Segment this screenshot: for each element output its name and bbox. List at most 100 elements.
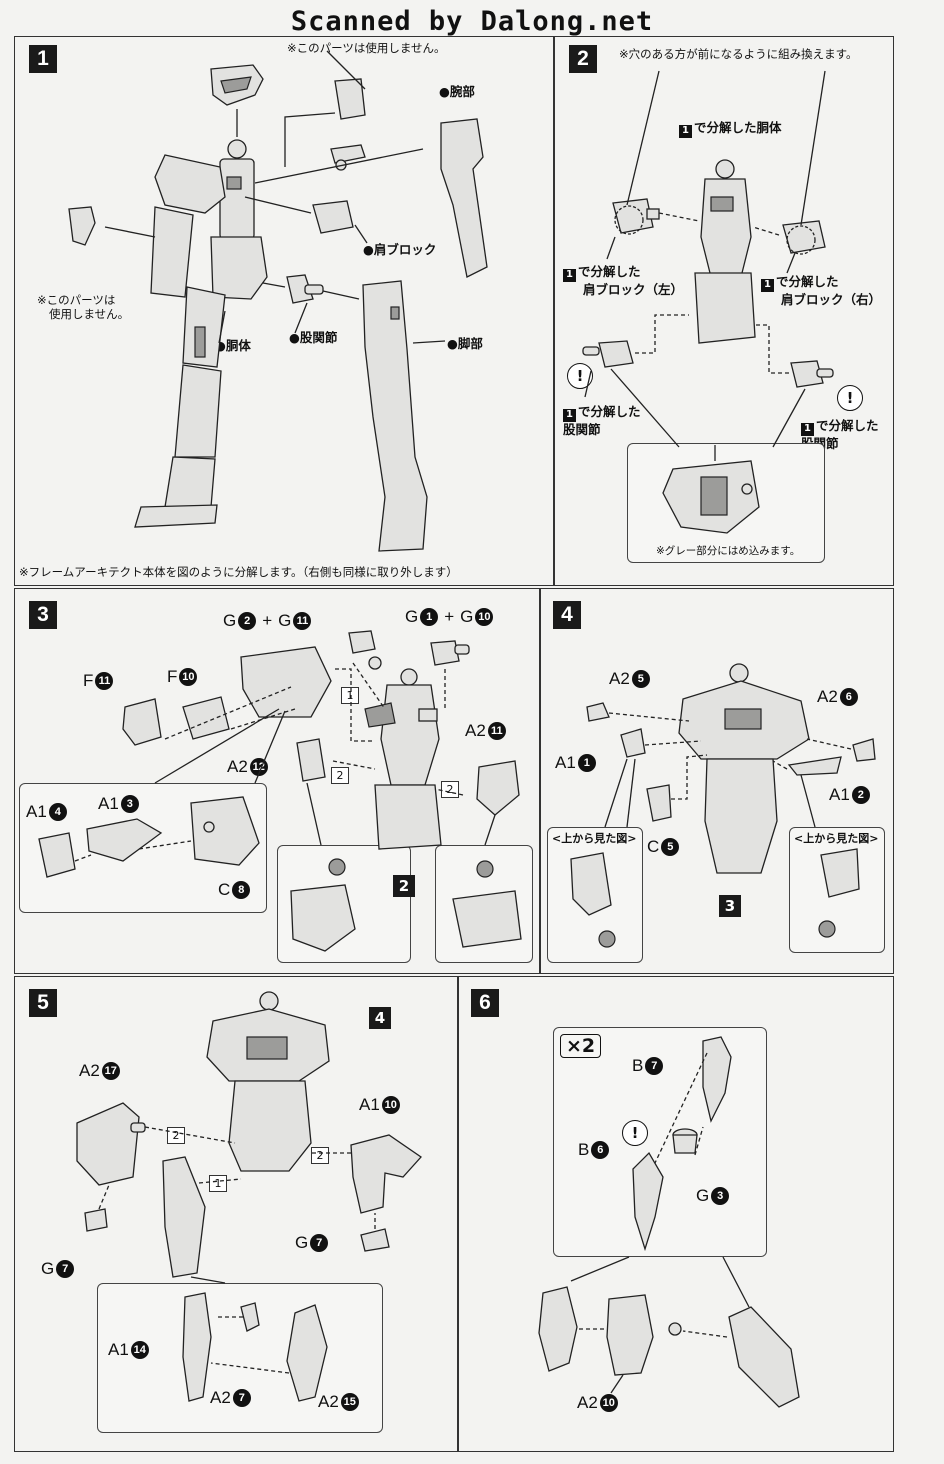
part-number-badge: 1: [577, 754, 596, 772]
step-ref-badge: 1: [801, 422, 814, 436]
hip-joint-label: ●股関節: [289, 330, 338, 345]
part-number-badge: 11: [293, 612, 312, 630]
repeat-twice-badge: ×2: [560, 1034, 602, 1058]
part-number-badge: 8: [232, 881, 251, 899]
part-number-badge: 10: [179, 668, 198, 686]
part-runner: A2: [817, 687, 838, 706]
part-runner: G: [405, 607, 419, 626]
step-4-illustration: [570, 663, 876, 948]
step-1-illustration: [68, 50, 488, 552]
previous-step-ref: 2: [393, 875, 415, 897]
unused-part-note-left-1: ※このパーツは: [37, 293, 116, 307]
torso-label: ●胴体: [215, 338, 251, 353]
part-number-badge: 15: [340, 1393, 359, 1411]
part-number-badge: 17: [101, 1062, 120, 1080]
shoulder-block-label: ●肩ブロック: [363, 242, 437, 257]
right-shoulder-text-1: で分解した: [776, 274, 839, 289]
part-runner: A2: [465, 721, 486, 740]
part-runner: G: [223, 611, 237, 630]
gray-part-note: ※グレー部分にはめ込みます。: [656, 545, 801, 557]
arm-label: ●腕部: [439, 84, 475, 99]
step-ref-badge: 1: [679, 124, 692, 138]
substep-badge: 2: [167, 1127, 185, 1144]
part-number-badge: 7: [232, 1389, 251, 1407]
part-runner: A2: [318, 1392, 339, 1411]
part-runner: A1: [829, 785, 850, 804]
substep-badge: 1: [341, 687, 359, 704]
torso-reference-text: で分解した胴体: [694, 120, 782, 135]
disassembly-note: ※フレームアーキテクト本体を図のように分解します。（右側も同様に取り外します）: [19, 565, 458, 579]
part-runner: A2: [577, 1393, 598, 1412]
part-runner: B: [632, 1056, 644, 1075]
part-runner: G: [278, 611, 292, 630]
part-number-badge: 5: [661, 838, 680, 856]
step-number: 4: [553, 601, 581, 629]
part-runner: G: [41, 1259, 55, 1278]
substep-badge: 2: [311, 1147, 329, 1164]
left-hip-label-2: 股関節: [563, 422, 601, 437]
part-runner: A2: [79, 1061, 100, 1080]
left-shoulder-label-2: 肩ブロック（左）: [583, 282, 684, 297]
part-number-badge: 14: [130, 1341, 149, 1359]
part-number-badge: 6: [839, 688, 858, 706]
caution-icon: !: [837, 385, 863, 411]
part-number-badge: 11: [95, 672, 114, 690]
part-number-badge: 7: [310, 1234, 329, 1252]
part-runner: F: [167, 667, 178, 686]
part-number-badge: 7: [645, 1057, 664, 1075]
leg-label: ●脚部: [447, 336, 483, 351]
part-number-badge: 4: [48, 803, 67, 821]
orientation-note: ※穴のある方が前になるように組み換えます。: [619, 47, 858, 61]
part-runner: G: [295, 1233, 309, 1252]
part-runner: A1: [98, 794, 119, 813]
step-number: 2: [569, 45, 597, 73]
top-view-label: <上から見た図>: [794, 832, 879, 845]
step-number: 3: [29, 601, 57, 629]
part-runner: G: [460, 607, 474, 626]
part-number-badge: 3: [711, 1187, 730, 1205]
part-number-badge: 10: [475, 608, 494, 626]
part-number-badge: 2: [238, 612, 257, 630]
unused-part-note-left-2: 使用しません。: [49, 307, 130, 321]
plus-sign: +: [444, 607, 455, 626]
step-number: 6: [471, 989, 499, 1017]
part-runner: F: [83, 671, 94, 690]
previous-step-ref: 4: [369, 1007, 391, 1029]
top-view-label: <上から見た図>: [552, 832, 637, 845]
part-number-badge: 3: [120, 795, 139, 813]
plus-sign: +: [262, 611, 273, 630]
previous-step-ref: 3: [719, 895, 741, 917]
left-hip-text-1: で分解した: [578, 404, 641, 419]
part-number-badge: 6: [591, 1141, 610, 1159]
part-number-badge: 7: [56, 1260, 75, 1278]
right-hip-text-1: で分解した: [816, 418, 879, 433]
part-number-badge: 1: [420, 608, 439, 626]
step-3-illustration: [38, 630, 522, 952]
part-runner: A1: [26, 802, 47, 821]
step-number: 5: [29, 989, 57, 1017]
step-number: 1: [29, 45, 57, 73]
substep-badge: 1: [209, 1175, 227, 1192]
